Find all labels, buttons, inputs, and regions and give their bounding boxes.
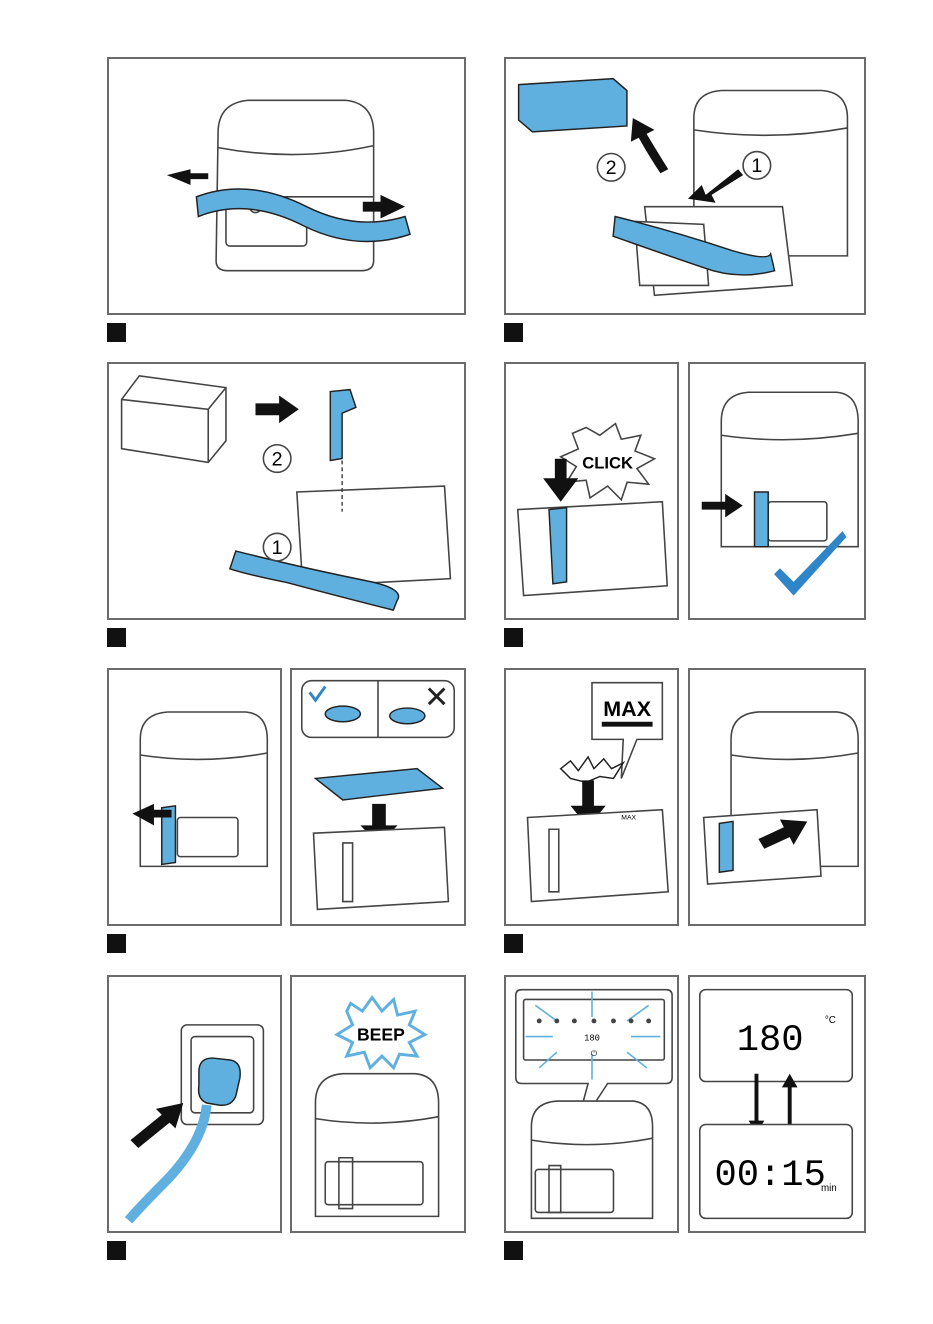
panel-control-panel: 180 ⏻ [504, 975, 679, 1233]
airfryer-body [216, 100, 374, 270]
callout-1-label: 1 [751, 155, 762, 177]
arrow-in-icon [130, 1103, 183, 1148]
panel-insert-full-basket [688, 668, 866, 926]
panel-insert-basket-check [688, 362, 866, 620]
handle-part [330, 390, 356, 461]
arrow-right-icon [255, 396, 298, 424]
step-marker [107, 628, 126, 647]
control-display: 180 [584, 1033, 600, 1043]
airfryer-body [315, 1074, 438, 1217]
max-bubble-label: MAX [603, 697, 651, 721]
handle-part [755, 492, 769, 547]
step-marker [504, 628, 523, 647]
panel-beep: BEEP [290, 975, 466, 1233]
plate-feet-wrong [390, 708, 425, 724]
temperature-value: 180 [737, 1020, 804, 1062]
step-marker [107, 323, 126, 342]
max-mark: MAX [621, 814, 636, 821]
plate-feet-correct [325, 706, 360, 722]
step-marker [504, 323, 523, 342]
handle-part [549, 508, 567, 584]
handle-part [719, 821, 733, 872]
fries [561, 757, 624, 782]
callout-1-label: 1 [272, 537, 283, 559]
basket [314, 827, 449, 909]
time-value: 00:15 [714, 1155, 825, 1197]
panel-insert-grill-plate [290, 668, 466, 926]
step-marker [107, 1241, 126, 1260]
click-label: CLICK [582, 454, 633, 473]
power-plug [199, 1058, 241, 1105]
arrow-left-icon [167, 169, 208, 185]
time-unit: min [821, 1183, 837, 1194]
panel-remove-accessories: 1 2 [504, 57, 866, 315]
panel-plug-in [107, 975, 282, 1233]
accessory-box [519, 79, 627, 132]
panel-display-settings: 180 °C 00:15 min [688, 975, 866, 1233]
panel-click-handle: CLICK [504, 362, 679, 620]
panel-pull-basket [107, 668, 282, 926]
panel-remove-band [107, 57, 466, 315]
grill-plate [315, 769, 442, 800]
step-marker [107, 934, 126, 953]
panel-attach-handle: 2 1 [107, 362, 466, 620]
step-marker [504, 1241, 523, 1260]
callout-2-label: 2 [272, 448, 283, 470]
basket [518, 502, 668, 596]
temperature-unit: °C [825, 1015, 836, 1026]
callout-2-label: 2 [606, 157, 617, 179]
panel-fill-max: MAX MAX [504, 668, 679, 926]
arrow-up-icon [631, 118, 668, 173]
airfryer-body [140, 712, 267, 866]
handle-box [122, 376, 226, 463]
beep-label: BEEP [357, 1024, 405, 1044]
step-marker [504, 934, 523, 953]
airfryer-body [721, 392, 858, 546]
power-icon: ⏻ [591, 1049, 598, 1058]
